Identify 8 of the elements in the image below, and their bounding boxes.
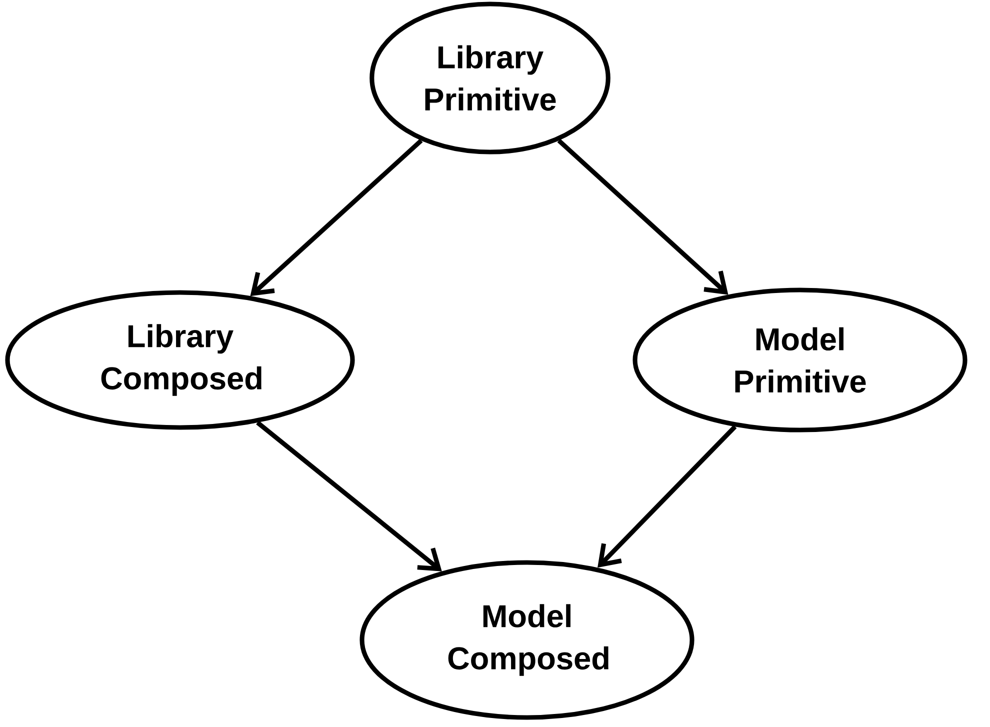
ellipse-node: Model Composed [360,560,694,720]
arrow [557,138,728,295]
ellipse-node: Model Primitive [632,288,968,432]
arrow [250,138,423,296]
arrow [598,425,737,568]
ellipse-node: Library Composed [5,290,355,430]
arrow [256,420,442,572]
ellipse-node: Library Primitive [370,2,610,154]
